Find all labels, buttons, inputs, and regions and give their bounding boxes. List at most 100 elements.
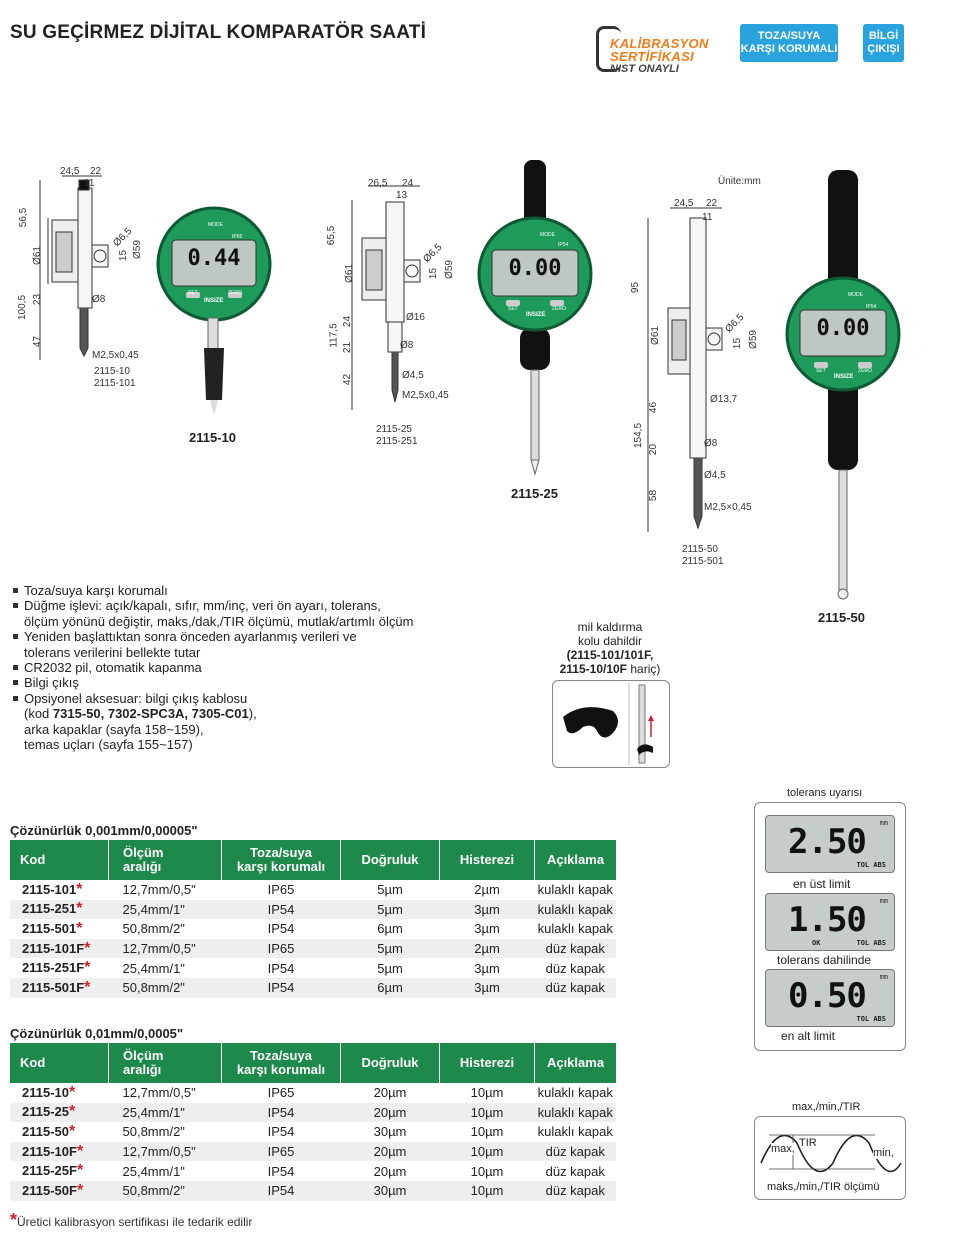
table1-title: Çözünürlük 0,001mm/0,00005" <box>10 823 198 838</box>
mode-label: MODE <box>848 292 863 298</box>
cell-accuracy: 20µm <box>373 1163 407 1179</box>
brand-logo: INSIZE <box>526 312 546 318</box>
cell-description: kulaklı kapak <box>534 1102 616 1123</box>
asterisk-icon: * <box>69 1103 76 1121</box>
cell-code: 2115-501* <box>22 919 83 937</box>
asterisk-icon: * <box>76 919 83 937</box>
data-output-badge: BİLGİ ÇIKIŞI <box>863 24 904 62</box>
cell-protection: IP54 <box>267 960 295 976</box>
cell-range: 25,4mm/1" <box>122 960 185 976</box>
cell-protection: IP54 <box>221 1180 341 1201</box>
cell-description: kulaklı kapak <box>537 882 613 898</box>
cell-code: 2115-501F* <box>10 977 109 998</box>
ip-label: IP65 <box>232 234 243 240</box>
zero-label: ZERO <box>858 368 872 374</box>
cell-hysteresis: 10µm <box>439 1102 535 1123</box>
feature-item: Toza/suya karşı korumalı <box>12 583 482 598</box>
lcd-reading: 0.44 <box>187 246 241 271</box>
cell-code: 2115-101F* <box>10 938 109 959</box>
lcd-lower: 0.50 mm TOL ABS <box>765 969 895 1027</box>
unit-note: Ünite:mm <box>718 176 761 187</box>
header-hysteresis: Histerezi <box>439 840 535 880</box>
cell-accuracy: 20µm <box>373 1085 407 1101</box>
cell-hysteresis: 10µm <box>470 1163 504 1179</box>
technical-drawings <box>39 175 723 532</box>
dim-label: Ø8 <box>400 340 414 351</box>
tir-label: TIR <box>799 1137 817 1149</box>
header-hysteresis: Histerezi <box>439 1043 535 1083</box>
model-code: 2115-101 <box>94 378 136 389</box>
model-label: 2115-25 <box>511 486 558 501</box>
cell-accuracy: 20µm <box>340 1141 440 1162</box>
certificate-frame-icon <box>596 26 621 72</box>
maxmin-title: max,/min,/TIR <box>792 1101 861 1113</box>
feature-item: Opsiyonel aksesuar: bilgi çıkış kablosu … <box>12 691 482 753</box>
cell-protection: IP54 <box>267 921 295 937</box>
zero-label: ZERO <box>552 306 566 312</box>
cell-range: 50,8mm/2" <box>108 1180 222 1201</box>
cell-accuracy: 6µm <box>340 977 440 998</box>
header-description: Açıklama <box>534 840 616 880</box>
cert-line-2: SERTİFİKASI <box>610 49 694 64</box>
dim-label: Ø4,5 <box>402 370 424 381</box>
dim-label: Ø16 <box>406 312 425 323</box>
model-code: 2115-501 <box>682 556 724 567</box>
cell-description: kulaklı kapak <box>537 921 613 937</box>
brand-logo: INSIZE <box>204 298 224 304</box>
asterisk-icon: * <box>76 880 83 898</box>
dim-label: 13 <box>396 190 408 201</box>
cell-description: düz kapak <box>534 1180 616 1201</box>
feature-item: Yeniden başlattıktan sonra önceden ayarl… <box>12 629 482 660</box>
mode-label: MODE <box>540 232 555 238</box>
lcd-within: 1.50 mm OK TOL ABS <box>765 893 895 951</box>
dim-label: M2,5×0,45 <box>704 502 752 513</box>
drawing-2115-50 <box>647 207 723 532</box>
cert-line-3: NIST ONAYLI <box>610 63 679 75</box>
cell-range: 50,8mm/2" <box>108 977 222 998</box>
feature-item: CR2032 pil, otomatik kapanma <box>12 660 482 675</box>
dim-label: Ø13,7 <box>710 394 738 405</box>
asterisk-icon: * <box>69 1122 76 1140</box>
cell-accuracy: 5µm <box>340 899 440 920</box>
cell-hysteresis: 2µm <box>474 882 500 898</box>
table2-title: Çözünürlük 0,01mm/0,0005" <box>10 1026 184 1041</box>
cell-protection: IP54 <box>267 1124 295 1140</box>
cell-code: 2115-25F* <box>22 1162 84 1180</box>
cell-code: 2115-10F* <box>10 1141 109 1162</box>
ip-label: IP54 <box>866 304 877 310</box>
model-label: 2115-10 <box>189 430 236 445</box>
drawing-2115-25 <box>351 185 421 410</box>
product-images <box>156 160 901 600</box>
asterisk-icon: * <box>69 1083 76 1101</box>
dim-label: 24,5 <box>60 166 80 177</box>
asterisk-icon: * <box>84 939 91 957</box>
max-label: max, <box>771 1143 795 1155</box>
set-label: SET <box>188 290 198 296</box>
cell-accuracy: 30µm <box>373 1124 407 1140</box>
model-label: 2115-50 <box>818 610 865 625</box>
header-description: Açıklama <box>534 1043 616 1083</box>
cell-description: düz kapak <box>534 1141 616 1162</box>
cell-accuracy: 20µm <box>340 1102 440 1123</box>
brand-logo: INSIZE <box>834 374 854 380</box>
asterisk-icon: * <box>84 959 91 977</box>
cell-protection: IP65 <box>221 938 341 959</box>
footnote: *Üretici kalibrasyon sertifikası ile ted… <box>10 1210 253 1230</box>
cell-accuracy: 5µm <box>377 882 403 898</box>
model-code: 2115-50 <box>682 544 718 555</box>
cell-protection: IP65 <box>267 1085 295 1101</box>
dim-label: M2,5x0,45 <box>92 350 139 361</box>
header-accuracy: Doğruluk <box>340 840 440 880</box>
lift-lever-caption: mil kaldırma kolu dahildir (2115-101/101… <box>559 620 661 676</box>
cell-description: düz kapak <box>545 960 605 976</box>
asterisk-icon: * <box>76 1162 84 1180</box>
tolerance-panel: 2.50 mm TOL ABS en üst limit 1.50 mm OK … <box>754 802 906 1051</box>
dim-label: 24 <box>402 178 414 189</box>
